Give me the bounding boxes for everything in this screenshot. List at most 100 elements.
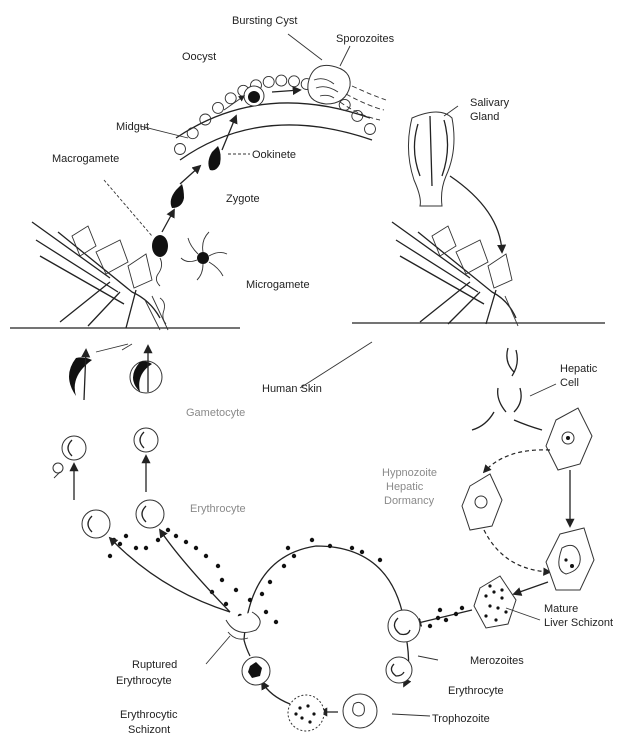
- mature-liver-schizont-hepatocyte: [546, 528, 594, 590]
- infected-erythrocyte-left: [82, 510, 110, 538]
- trophozoite-cell: [343, 694, 377, 728]
- midgut-epithelial-cell: [365, 124, 376, 135]
- midgut-epithelial-cell: [339, 99, 350, 110]
- merozoite: [124, 534, 128, 538]
- bursting-cyst-cell: [308, 65, 350, 104]
- label-gametocyte: Gametocyte: [186, 407, 245, 419]
- label-ookinete: Ookinete: [252, 149, 296, 161]
- merozoite: [268, 580, 272, 584]
- label-hepatic: Hepatic: [560, 363, 598, 375]
- developing-gametocyte-left: [62, 436, 86, 460]
- merozoite: [264, 610, 268, 614]
- label-liver-schizont: Liver Schizont: [544, 617, 613, 629]
- mosquito-right-illustration: [392, 222, 518, 326]
- label-hypnozoite: Hypnozoite: [382, 467, 437, 479]
- schizont-merozoite: [492, 590, 495, 593]
- label-oocyst: Oocyst: [182, 51, 216, 63]
- mature-liver-schizont: [474, 576, 516, 628]
- zygote-cell: [171, 184, 184, 208]
- developing-gametocyte-right: [134, 428, 158, 452]
- merozoite: [184, 540, 188, 544]
- label-gland: Gland: [470, 111, 499, 123]
- label-mature: Mature: [544, 603, 578, 615]
- infected-erythrocyte-right: [136, 500, 164, 528]
- label-midgut: Midgut: [116, 121, 149, 133]
- merozoite: [454, 612, 458, 616]
- microgamete-cell: [181, 232, 227, 280]
- midgut-epithelial-cell: [276, 75, 287, 86]
- label-ruptured: Ruptured: [132, 659, 177, 671]
- merozoite: [216, 564, 220, 568]
- hepatic-cell: [546, 408, 592, 470]
- merozoite: [460, 606, 464, 610]
- schizont-merozoite: [484, 614, 487, 617]
- sporozoite-tracks: [472, 348, 542, 430]
- merozoite: [436, 616, 440, 620]
- erythrocyte-ring-stage: [388, 610, 420, 642]
- midgut-epithelial-cell: [175, 144, 186, 155]
- human-skin-surface: [10, 323, 605, 388]
- mosquito-left-illustration: [32, 222, 168, 330]
- label-ruptured-erythrocyte: Erythrocyte: [116, 675, 172, 687]
- label-bursting-cyst: Bursting Cyst: [232, 15, 297, 27]
- erythrocyte-ring-lower: [386, 657, 412, 683]
- salivary-gland-illustration: [408, 106, 458, 206]
- merozoite: [328, 544, 332, 548]
- schizont-merozoite: [504, 610, 507, 613]
- label-erythrocytic: Erythrocytic: [120, 709, 178, 721]
- label-schizont: Schizont: [128, 724, 170, 736]
- merozoite: [444, 618, 448, 622]
- schizont-merozoite: [500, 588, 503, 591]
- merozoite: [118, 542, 122, 546]
- erythrocytic-schizont-cell: [288, 695, 324, 731]
- midgut-epithelial-cell: [213, 102, 224, 113]
- hypnozoite-cell: [462, 474, 502, 530]
- ookinete-cell: [208, 146, 220, 170]
- merozoite: [156, 538, 160, 542]
- merozoite: [438, 608, 442, 612]
- label-dormancy: Dormancy: [384, 495, 435, 507]
- label-merozoites: Merozoites: [470, 655, 524, 667]
- merozoite: [274, 620, 278, 624]
- merozoite: [134, 546, 138, 550]
- merozoite: [204, 554, 208, 558]
- merozoite: [166, 528, 170, 532]
- ruptured-schizont-cell: [242, 657, 270, 685]
- merozoite: [174, 534, 178, 538]
- label-hepatic-dormancy-line: Hepatic: [386, 481, 424, 493]
- merozoite: [428, 624, 432, 628]
- merozoite: [286, 546, 290, 550]
- schizont-merozoite: [496, 606, 499, 609]
- label-microgamete: Microgamete: [246, 279, 310, 291]
- oocyst-cell: [244, 86, 264, 106]
- merozoite: [292, 554, 296, 558]
- merozoite: [260, 592, 264, 596]
- label-salivary: Salivary: [470, 97, 510, 109]
- midgut-epithelial-cell: [187, 128, 198, 139]
- merozoite: [350, 546, 354, 550]
- label-macrogamete: Macrogamete: [52, 153, 119, 165]
- merozoite: [360, 550, 364, 554]
- midgut-epithelial-cell: [263, 76, 274, 87]
- gametocyte-crescent-right: [130, 361, 162, 393]
- label-trophozoite: Trophozoite: [432, 713, 490, 725]
- ruptured-erythrocyte: [226, 612, 260, 639]
- label-erythrocyte-right: Erythrocyte: [448, 685, 504, 697]
- midgut-epithelial-cell: [289, 76, 300, 87]
- label-human-skin: Human Skin: [262, 383, 322, 395]
- merozoite: [108, 554, 112, 558]
- merozoite: [248, 598, 252, 602]
- schizont-merozoite: [488, 584, 491, 587]
- merozoite: [378, 558, 382, 562]
- schizont-merozoite: [494, 618, 497, 621]
- label-zygote: Zygote: [226, 193, 260, 205]
- schizont-merozoite: [500, 596, 503, 599]
- schizont-merozoite: [484, 594, 487, 597]
- schizont-merozoite: [488, 604, 491, 607]
- merozoite: [220, 578, 224, 582]
- merozoite: [282, 564, 286, 568]
- label-sporozoites: Sporozoites: [336, 33, 395, 45]
- merozoite: [194, 546, 198, 550]
